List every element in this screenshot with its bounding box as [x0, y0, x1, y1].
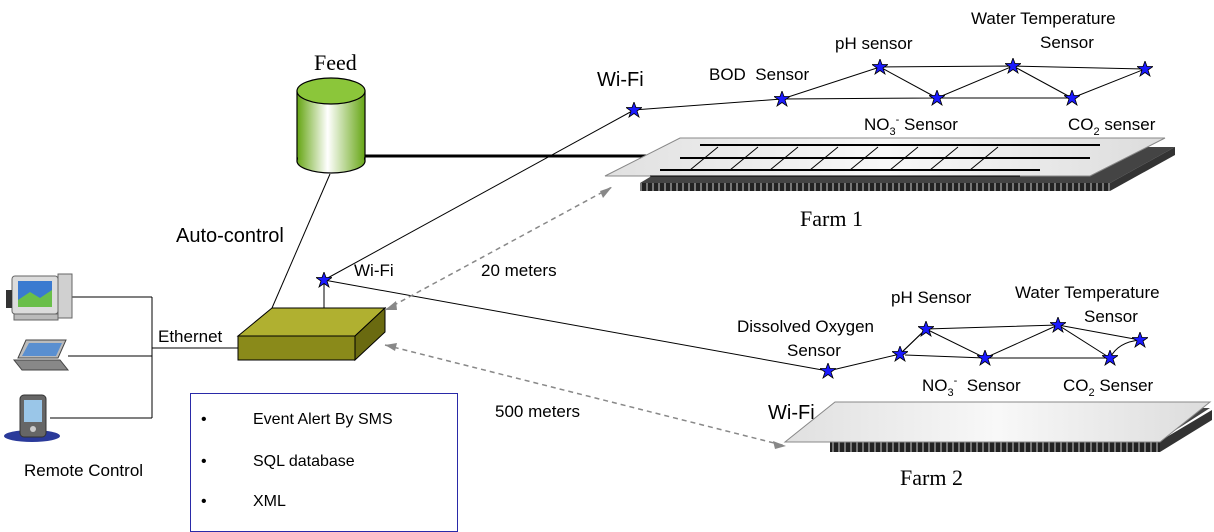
farm1-wifi-node	[626, 102, 642, 118]
farm2-end-node	[1132, 332, 1148, 348]
farm2-wifi-node	[820, 363, 836, 379]
farm2-label: Farm 2	[900, 465, 963, 490]
farm2-sensor-links	[827, 324, 1141, 372]
feature-sql: SQL database	[253, 453, 355, 470]
feature-xml: XML	[253, 493, 286, 510]
farm2-water-temp-node	[1050, 317, 1066, 333]
farm2-water-temp-label-2: Sensor	[1084, 307, 1138, 326]
desktop-pc-icon	[6, 273, 73, 321]
hub-to-farm2-link	[323, 279, 829, 372]
farm2-co2-sensor-node	[1102, 350, 1118, 366]
farm2-no3-sensor-node	[977, 350, 993, 366]
ph-sensor-label: pH sensor	[835, 34, 913, 53]
farm2-platform	[783, 401, 1212, 452]
do-sensor-label-2: Sensor	[787, 341, 841, 360]
farm2-water-temp-label-1: Water Temperature	[1015, 283, 1160, 302]
farm2-co2-label: CO2 Senser	[1063, 376, 1154, 399]
farm1-label: Farm 1	[800, 206, 863, 231]
water-temp-label-1: Water Temperature	[971, 9, 1116, 28]
bullet: •	[201, 453, 207, 470]
farm1-end-node	[1137, 61, 1153, 77]
feature-sms: Event Alert By SMS	[253, 411, 393, 428]
auto-control-label: Auto-control	[176, 225, 284, 247]
water-temp-sensor-node	[1005, 58, 1021, 74]
farm2-no3-label: NO3- Sensor	[922, 375, 1021, 399]
hub-controller	[236, 306, 387, 362]
distance-20-label: 20 meters	[481, 261, 557, 280]
ph-sensor-node	[872, 59, 888, 75]
ethernet-wiring	[50, 296, 238, 419]
bullet: •	[201, 411, 207, 428]
feed-tank	[296, 77, 366, 174]
co2-sensor-node	[1064, 90, 1080, 106]
farm2-ph-label: pH Sensor	[891, 288, 972, 307]
wifi-hub-label: Wi-Fi	[354, 261, 394, 280]
distance-20-arrow	[384, 186, 613, 311]
distance-500-arrow	[384, 344, 787, 447]
bod-sensor-node	[774, 91, 790, 107]
no3-sensor-label: NO3- Sensor	[864, 114, 958, 138]
remote-control-label: Remote Control	[24, 461, 143, 480]
ethernet-label: Ethernet	[158, 327, 223, 346]
co2-sensor-label: CO2 senser	[1068, 115, 1156, 138]
distance-500-label: 500 meters	[495, 402, 580, 421]
no3-sensor-node	[929, 90, 945, 106]
laptop-icon	[12, 339, 70, 371]
bod-sensor-label: BOD Sensor	[709, 65, 809, 84]
wifi-farm2-label: Wi-Fi	[768, 402, 815, 424]
do-sensor-label-1: Dissolved Oxygen	[737, 317, 874, 336]
bullet: •	[201, 493, 207, 510]
features-legend-box: • Event Alert By SMS • SQL database • XM…	[190, 393, 458, 532]
farm1-platform	[604, 137, 1175, 191]
wifi-top-label: Wi-Fi	[597, 69, 644, 91]
pda-icon	[4, 394, 60, 442]
water-temp-label-2: Sensor	[1040, 33, 1094, 52]
feed-label: Feed	[314, 50, 357, 75]
auto-control-line	[271, 173, 331, 309]
hub-to-farm1-link	[323, 109, 635, 281]
